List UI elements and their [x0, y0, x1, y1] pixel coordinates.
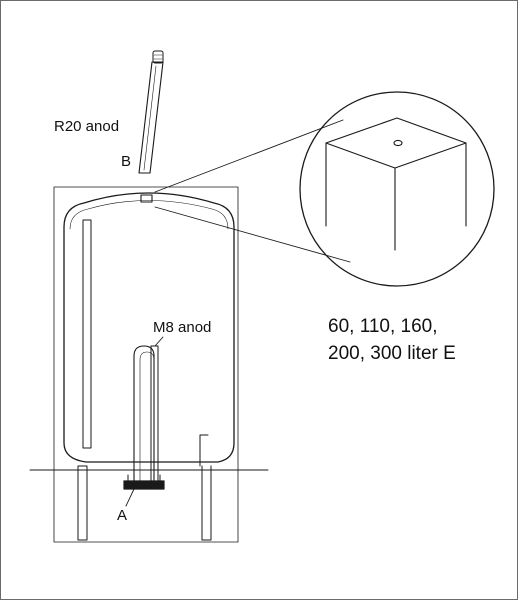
leg-left: [77, 465, 88, 541]
detail-opening-icon: [393, 139, 403, 147]
detail-zoom-circle: [299, 91, 495, 287]
label-r20-anode: R20 anod: [54, 118, 120, 135]
leg-right: [199, 434, 212, 541]
model-sizes-text: 60, 110, 160, 200, 300 liter E: [328, 313, 456, 367]
zoom-line-lower: [154, 206, 351, 263]
zoom-line-upper: [154, 119, 344, 193]
label-point-a: A: [117, 507, 128, 524]
label-point-b: B: [121, 153, 132, 170]
heater-outline-frame: [53, 186, 239, 543]
m8-anode-element: [133, 336, 164, 489]
bottom-flange-a: [123, 474, 165, 490]
tank-body: [63, 192, 235, 463]
top-connection-b: [140, 194, 153, 203]
left-inner-pipe: [82, 219, 92, 449]
cube-detail: [325, 117, 467, 251]
model-sizes-line-1: 60, 110, 160,: [328, 316, 438, 337]
leader-line-a: [125, 488, 135, 507]
label-m8-anode: M8 anod: [153, 319, 212, 336]
r20-anode-rod: [138, 50, 164, 174]
model-sizes-line-2: 200, 300 liter E: [328, 343, 456, 364]
